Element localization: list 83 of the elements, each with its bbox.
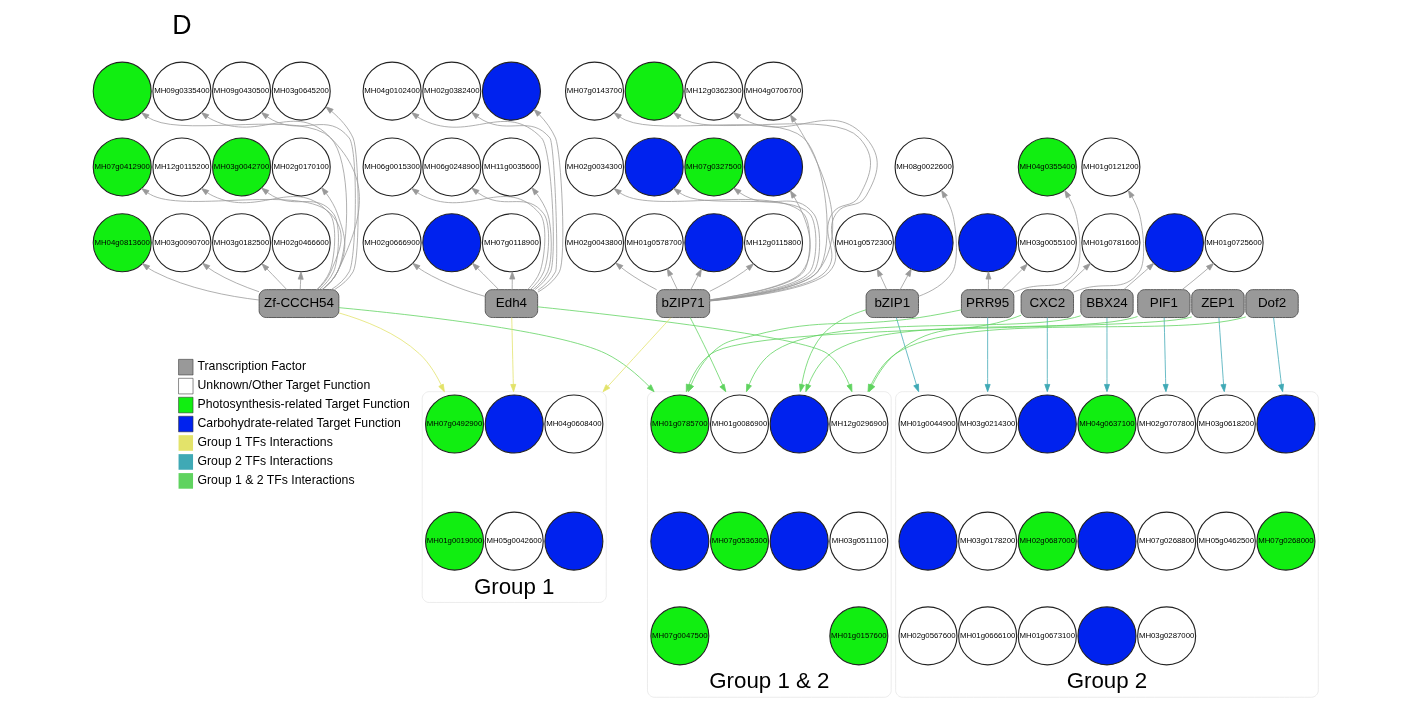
- legend-label: Carbohydrate-related Target Function: [197, 416, 401, 431]
- arrow: [471, 111, 558, 291]
- arrow: [1181, 263, 1214, 290]
- node-box: Dof2: [1245, 289, 1299, 318]
- arrow: [141, 188, 342, 290]
- legend-label: Group 2 TFs Interactions: [197, 454, 333, 469]
- node-circle: [898, 511, 958, 571]
- arrow: [325, 106, 359, 290]
- node-box: PIF1: [1137, 289, 1191, 318]
- arrow: [142, 263, 260, 301]
- arrow: [338, 307, 655, 393]
- arrow: [509, 271, 516, 290]
- node-circle: [769, 394, 829, 454]
- legend-label: Transcription Factor: [197, 359, 306, 374]
- node-box: ZEP1: [1191, 289, 1245, 318]
- arrow: [602, 317, 672, 393]
- arrow: [876, 268, 888, 290]
- node-box: Edh4: [484, 289, 539, 318]
- arrow: [1062, 263, 1091, 290]
- arrow: [1013, 190, 1081, 293]
- arrow: [1104, 317, 1110, 393]
- legend-label: Unknown/Other Target Function: [197, 378, 371, 393]
- arrow: [531, 187, 552, 290]
- arrow: [472, 262, 500, 291]
- arrow: [709, 263, 754, 292]
- arrow: [899, 268, 912, 290]
- node-circle: [684, 213, 744, 273]
- arrow: [533, 109, 564, 293]
- arrow: [1044, 317, 1051, 393]
- node-box: BBX24: [1080, 289, 1134, 318]
- arrow: [141, 112, 360, 291]
- node-box: PRR95: [961, 289, 1015, 318]
- label: D: [172, 9, 192, 40]
- node-circle: [1256, 394, 1316, 454]
- arrow: [261, 112, 356, 290]
- legend-label: Group 1 & 2 TFs Interactions: [197, 473, 355, 488]
- arrow: [202, 262, 260, 293]
- arrow: [613, 188, 811, 301]
- node-circle: [1017, 394, 1077, 454]
- arrow: [709, 114, 834, 302]
- arrow: [1162, 317, 1169, 393]
- arrow: [673, 112, 871, 302]
- arrow: [918, 190, 957, 297]
- arrow: [411, 188, 546, 290]
- arrow: [690, 268, 702, 290]
- arrow: [1273, 317, 1284, 393]
- legend-label: Photosynthesis-related Target Function: [197, 397, 410, 412]
- arrow: [471, 187, 549, 290]
- arrow: [261, 187, 339, 290]
- arrow: [895, 317, 920, 393]
- legend-label: Group 1 TFs Interactions: [197, 435, 333, 450]
- node-circle: [544, 511, 604, 571]
- arrow: [201, 112, 347, 291]
- node-circle: [650, 511, 710, 571]
- arrow: [709, 112, 878, 302]
- arrow: [261, 263, 288, 290]
- node-circle: [1077, 606, 1137, 666]
- node-circle: [894, 213, 954, 273]
- arrow: [338, 312, 445, 393]
- node-circle: [1077, 511, 1137, 571]
- arrow: [201, 188, 336, 290]
- arrow: [666, 268, 678, 290]
- arrow: [1123, 262, 1155, 290]
- node-box: CXC2: [1020, 289, 1074, 318]
- arrow: [673, 188, 817, 301]
- arrow: [1001, 263, 1028, 290]
- node-box: bZIP1: [865, 289, 919, 318]
- arrow: [1218, 317, 1227, 393]
- node-circle: [769, 511, 829, 571]
- arrow: [412, 262, 486, 297]
- node-circle: [958, 213, 1018, 273]
- arrow: [985, 271, 992, 290]
- arrow: [984, 317, 991, 393]
- arrow: [510, 317, 517, 393]
- node-box: bZIP71: [656, 289, 711, 318]
- arrow: [1073, 190, 1145, 293]
- arrow: [297, 271, 304, 290]
- arrow: [799, 309, 867, 393]
- arrow: [613, 112, 828, 302]
- node-circle: [484, 394, 544, 454]
- arrow: [411, 112, 554, 290]
- arrow: [615, 262, 658, 291]
- node-box: Zf-CCCH54: [258, 289, 340, 318]
